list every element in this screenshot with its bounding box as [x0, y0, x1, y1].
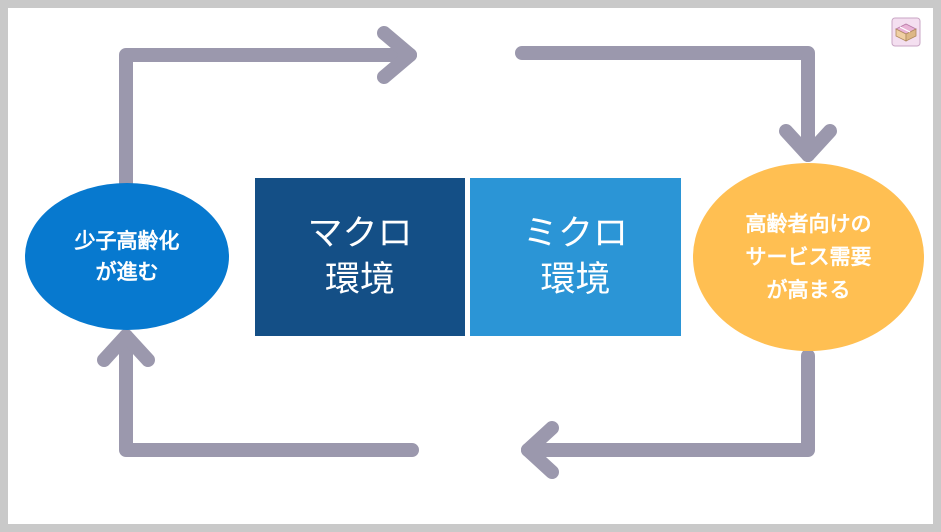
arrowhead-down-right	[779, 124, 837, 162]
macro-environment-box: マクロ 環境	[255, 178, 465, 336]
micro-environment-box: ミクロ 環境	[470, 178, 681, 336]
micro-box-line2: 環境	[540, 260, 611, 300]
node-aging-society-line2: が進む	[95, 259, 159, 284]
arrow-top-left	[119, 48, 417, 193]
macro-box-line1: マクロ	[307, 214, 413, 254]
node-senior-service-demand: 高齢者向けの サービス需要 が高まる	[693, 163, 924, 351]
arrowhead-left-bottom	[521, 421, 559, 479]
arrow-top-right	[515, 46, 815, 162]
node-senior-demand-line1: 高齢者向けの	[745, 211, 872, 236]
arrow-bottom-left	[119, 329, 419, 457]
micro-box-line1: ミクロ	[522, 214, 628, 254]
arrow-bottom-right	[521, 349, 815, 457]
arrowhead-right-top	[377, 26, 417, 84]
node-senior-demand-line3: が高まる	[766, 277, 851, 302]
node-aging-society-line1: 少子高齢化	[74, 228, 180, 253]
lunchbox-icon	[891, 17, 921, 47]
arrowhead-up-left	[97, 329, 155, 367]
node-senior-demand-line2: サービス需要	[745, 244, 872, 269]
node-aging-society: 少子高齢化 が進む	[25, 183, 229, 330]
macro-box-line2: 環境	[324, 260, 395, 300]
